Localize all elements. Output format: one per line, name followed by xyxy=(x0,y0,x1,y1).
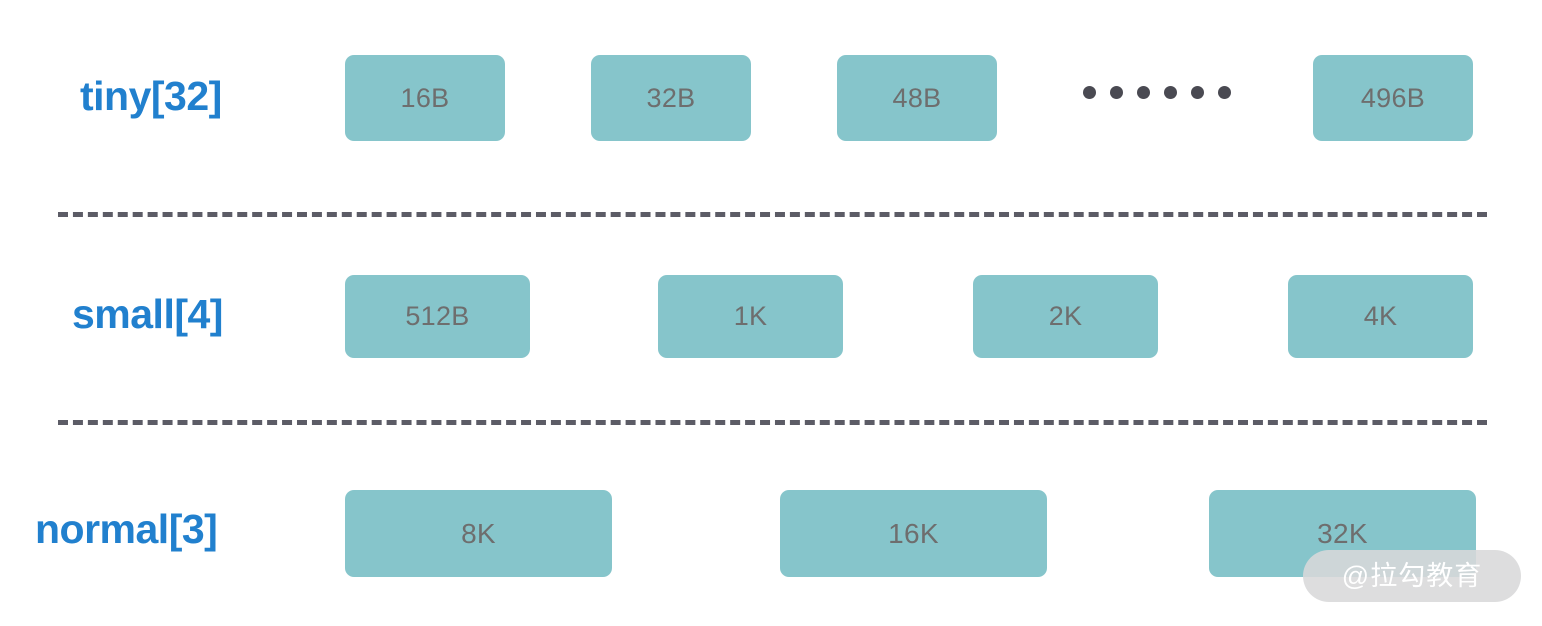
ellipsis-icon xyxy=(1083,85,1231,99)
chunk-tiny-16b: 16B xyxy=(345,55,505,141)
chunk-tiny-496b: 496B xyxy=(1313,55,1473,141)
chunk-small-1k: 1K xyxy=(658,275,843,358)
ellipsis-dot xyxy=(1218,85,1231,99)
group-label-normal: normal[3] xyxy=(35,506,218,552)
chunk-small-4k: 4K xyxy=(1288,275,1473,358)
chunk-tiny-48b: 48B xyxy=(837,55,997,141)
chunk-normal-16k: 16K xyxy=(780,490,1047,577)
watermark: @拉勾教育 xyxy=(1303,550,1521,602)
ellipsis-dot xyxy=(1164,85,1177,99)
ellipsis-dot xyxy=(1083,85,1096,99)
chunk-small-2k: 2K xyxy=(973,275,1158,358)
separator-small-normal xyxy=(58,420,1487,425)
separator-tiny-small xyxy=(58,212,1487,217)
chunk-normal-8k: 8K xyxy=(345,490,612,577)
group-label-small: small[4] xyxy=(72,291,223,337)
ellipsis-dot xyxy=(1191,85,1204,99)
chunk-small-512b: 512B xyxy=(345,275,530,358)
group-label-tiny: tiny[32] xyxy=(80,73,222,119)
chunk-tiny-32b: 32B xyxy=(591,55,751,141)
ellipsis-dot xyxy=(1137,85,1150,99)
ellipsis-dot xyxy=(1110,85,1123,99)
